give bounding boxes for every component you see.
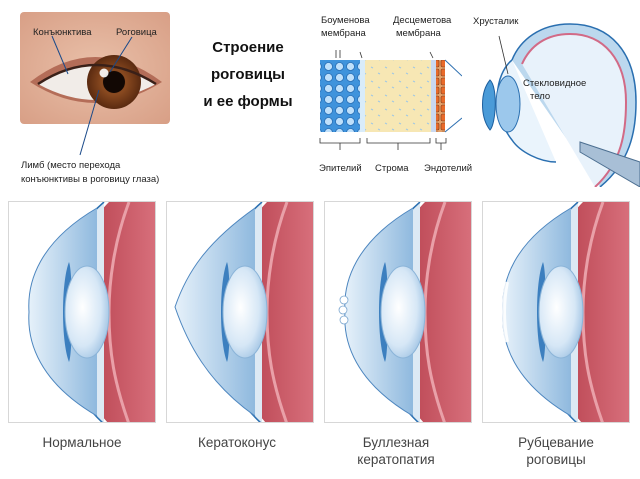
stroma-label: Строма <box>375 163 409 174</box>
cornea-label: Роговица <box>116 27 157 38</box>
epithelium-label: Эпителий <box>319 163 362 174</box>
conjunctiva-label: Конъюнктива <box>33 27 92 38</box>
caption-keratoconus-line1: Кератоконус <box>172 434 302 451</box>
lens-label: Хрусталик <box>473 16 518 27</box>
descemet-membrane-label-line2: мембрана <box>396 28 441 39</box>
limbus-label-line2: конъюнктивы в роговицу глаза) <box>21 174 159 185</box>
corneal-layers-diagram <box>312 50 462 160</box>
bowman-membrane-label-line1: Боуменова <box>321 15 370 26</box>
caption-normal: Нормальное <box>17 434 147 451</box>
vitreous-body-label-line2: тело <box>530 91 550 102</box>
caption-bullous-line2: кератопатия <box>331 451 461 468</box>
cornea-form-keratoconus <box>166 201 314 423</box>
title-line-3: и ее формы <box>198 88 298 115</box>
limbus-label-line1: Лимб (место перехода <box>21 160 120 171</box>
cornea-form-normal <box>8 201 156 423</box>
descemet-membrane-label-line1: Десцеметова <box>393 15 451 26</box>
caption-scarring-line1: Рубцевание <box>491 434 621 451</box>
title-line-2: роговицы <box>198 61 298 88</box>
caption-scarring-line2: роговицы <box>491 451 621 468</box>
vitreous-body-label-line1: Стекловидное <box>523 78 586 89</box>
caption-bullous-keratopathy: Буллезная кератопатия <box>331 434 461 468</box>
caption-keratoconus: Кератоконус <box>172 434 302 451</box>
title-line-1: Строение <box>198 34 298 61</box>
cornea-form-scarring <box>482 201 630 423</box>
page-title: Строение роговицы и ее формы <box>198 34 298 115</box>
cornea-form-bullous-keratopathy <box>324 201 472 423</box>
caption-scarring: Рубцевание роговицы <box>491 434 621 468</box>
caption-bullous-line1: Буллезная <box>331 434 461 451</box>
bowman-membrane-label-line2: мембрана <box>321 28 366 39</box>
caption-normal-line1: Нормальное <box>17 434 147 451</box>
